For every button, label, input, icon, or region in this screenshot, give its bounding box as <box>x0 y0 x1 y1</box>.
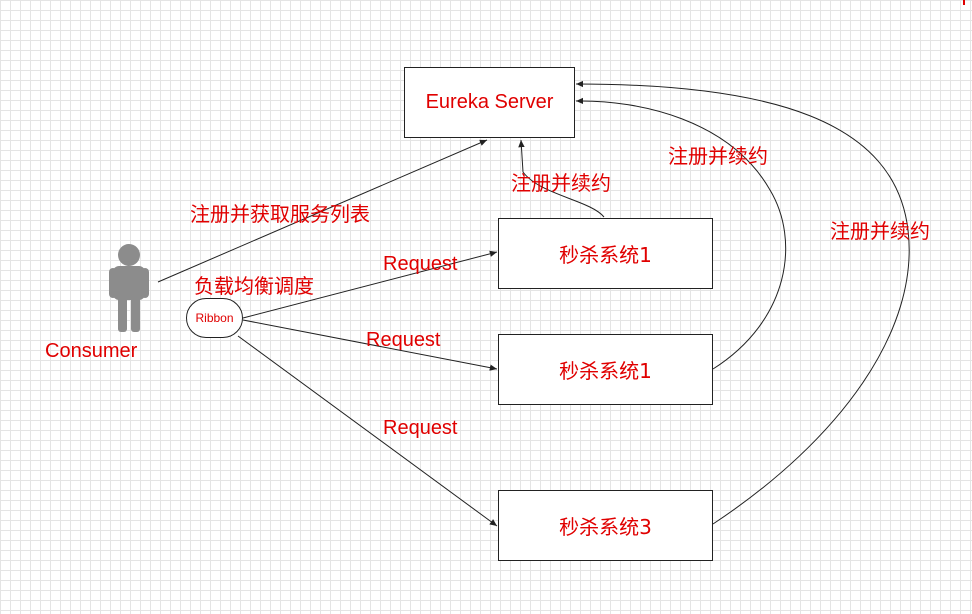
register-renew-1-label: 注册并续约 <box>511 171 611 195</box>
edge-request-1 <box>242 250 498 319</box>
ribbon-label: Ribbon <box>195 311 234 325</box>
seckill-service-3-box: 秒杀系统3 <box>498 490 713 561</box>
register-renew-2-label: 注册并续约 <box>668 144 768 168</box>
load-balance-label: 负载均衡调度 <box>194 274 314 298</box>
seckill-service-1-box: 秒杀系统1 <box>498 218 713 289</box>
request-3-label: Request <box>383 417 458 439</box>
seckill-service-1-label: 秒杀系统1 <box>559 243 652 267</box>
edge-register-3 <box>575 80 910 525</box>
request-1-label: Request <box>383 253 458 275</box>
ribbon-node: Ribbon <box>186 298 243 338</box>
eureka-server-box: Eureka Server <box>404 67 575 138</box>
consumer-label: Consumer <box>45 340 138 362</box>
eureka-server-label: Eureka Server <box>425 91 554 113</box>
edge-request-2 <box>242 319 498 371</box>
register-and-fetch-label: 注册并获取服务列表 <box>190 202 370 226</box>
person-icon <box>109 244 149 332</box>
edge-register-1 <box>518 139 605 218</box>
seckill-service-3-label: 秒杀系统3 <box>559 515 652 539</box>
corner-mark <box>963 0 965 5</box>
edge-register-2 <box>575 97 787 370</box>
seckill-service-2-label: 秒杀系统1 <box>559 359 652 383</box>
seckill-service-2-box: 秒杀系统1 <box>498 334 713 405</box>
request-2-label: Request <box>366 329 441 351</box>
edge-consumer-to-eureka <box>157 139 488 283</box>
register-renew-3-label: 注册并续约 <box>830 219 930 243</box>
edge-request-3 <box>237 335 498 527</box>
